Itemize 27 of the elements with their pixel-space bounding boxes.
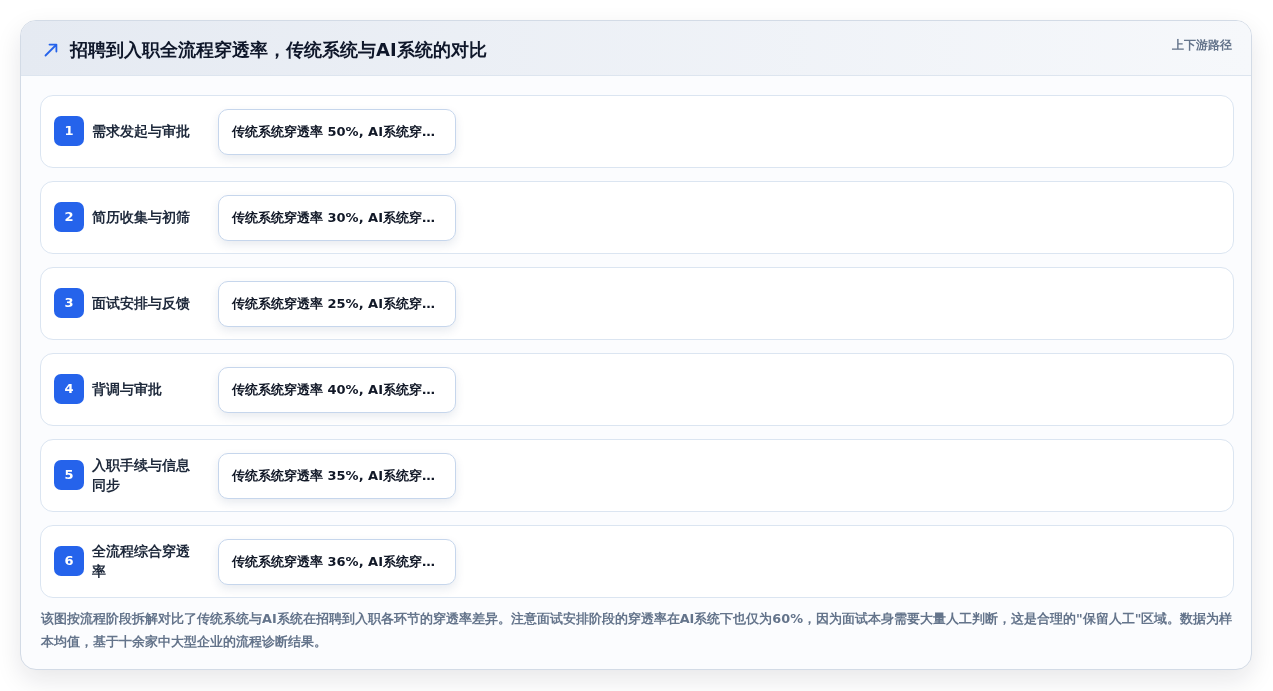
rate-summary: 传统系统穿透率 30%, AI系统穿… xyxy=(218,195,456,241)
path-label: 上下游路径 xyxy=(1172,37,1232,53)
stage-name: 简历收集与初筛 xyxy=(92,208,191,227)
stage-card xyxy=(40,267,1234,340)
stage-card xyxy=(40,439,1234,512)
step-number: 4 xyxy=(54,374,84,404)
stage-name: 面试安排与反馈 xyxy=(92,294,191,313)
stage-name: 入职手续与信息同步 xyxy=(92,456,191,495)
diagram-title: 招聘到入职全流程穿透率，传统系统与AI系统的对比 xyxy=(70,38,487,62)
rate-summary: 传统系统穿透率 36%, AI系统穿… xyxy=(218,539,456,585)
caption-note: 该图按流程阶段拆解对比了传统系统与AI系统在招聘到入职各环节的穿透率差异。注意面试安排阶段的穿透率在AI系统下也仅为60%，因为面试本身需要大量人工判断，这是合理的"保留人工"区域。数据为样本均值，基于十余家中大型企业的流程诊断结果。 xyxy=(41,610,1233,651)
stage-card xyxy=(40,353,1234,426)
step-number: 2 xyxy=(54,202,84,232)
stage-card xyxy=(40,95,1234,168)
rate-summary: 传统系统穿透率 50%, AI系统穿… xyxy=(218,109,456,155)
rate-summary: 传统系统穿透率 35%, AI系统穿… xyxy=(218,453,456,499)
step-number: 5 xyxy=(54,460,84,490)
stage-name: 全流程综合穿透率 xyxy=(92,542,191,581)
step-number: 1 xyxy=(54,116,84,146)
step-number: 6 xyxy=(54,546,84,576)
rate-summary: 传统系统穿透率 40%, AI系统穿… xyxy=(218,367,456,413)
stage-card xyxy=(40,525,1234,598)
stage-card xyxy=(40,181,1234,254)
step-number: 3 xyxy=(54,288,84,318)
stage-name: 需求发起与审批 xyxy=(92,122,191,141)
rate-summary: 传统系统穿透率 25%, AI系统穿… xyxy=(218,281,456,327)
stage-name: 背调与审批 xyxy=(92,380,163,399)
